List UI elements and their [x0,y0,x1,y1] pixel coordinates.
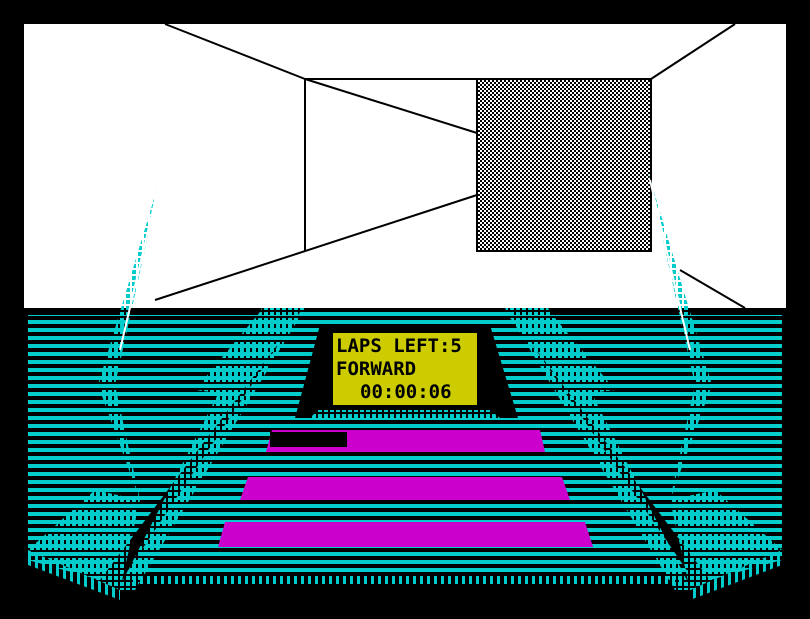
pylon-left-footing [28,550,120,600]
pylon-left-base [28,490,140,590]
floor-front-edge [130,576,685,584]
hud-panel: LAPS LEFT:5 FORWARD 00:00:06 [333,333,477,405]
ramp-left [195,312,305,395]
wall-area [24,24,786,308]
pylon-right-footing [690,550,782,600]
wall-lines [154,23,746,309]
lane-bar-1-marker [270,432,347,447]
laps-left-readout: LAPS LEFT:5 [336,335,474,358]
laps-count: 5 [450,335,462,357]
pylon-right [648,172,712,500]
direction-readout: FORWARD [336,358,417,380]
ramp-right [505,312,615,395]
track-edge-left [118,308,305,590]
laps-label: LAPS LEFT: [336,335,451,357]
checkered-block [476,78,652,252]
track-edge-right [505,308,692,590]
pylon-left-highlight [119,179,161,351]
pylon-right-base [670,490,782,590]
lane-bar-3 [218,522,593,547]
hud-base-dots [310,410,500,418]
lap-timer: 00:00:06 [360,381,452,403]
pylon-right-highlight [649,179,691,351]
pylon-left [98,172,162,500]
lane-bar-2 [240,477,570,500]
